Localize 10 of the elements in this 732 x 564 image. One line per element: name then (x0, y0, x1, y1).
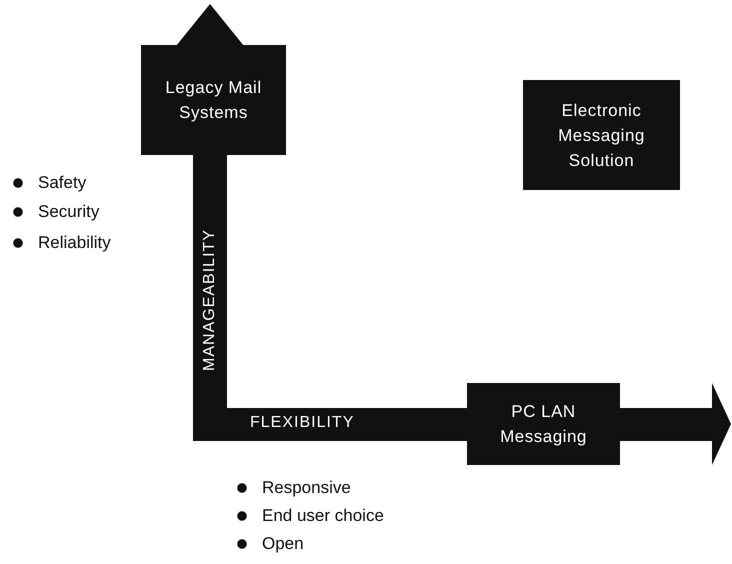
bullet-item: Safety (12, 173, 86, 193)
axis-label: MANAGEABILITY (200, 229, 219, 371)
process-box: PC LAN Messaging (467, 383, 620, 465)
bullet-item: Responsive (236, 478, 351, 498)
bullet-item: Open (236, 534, 304, 554)
process-box: Legacy Mail Systems (141, 45, 286, 155)
bullet-item: Reliability (12, 233, 111, 253)
bullet-item: Security (12, 202, 100, 222)
process-box: Electronic Messaging Solution (523, 80, 680, 190)
axis-label: FLEXIBILITY (250, 414, 354, 432)
